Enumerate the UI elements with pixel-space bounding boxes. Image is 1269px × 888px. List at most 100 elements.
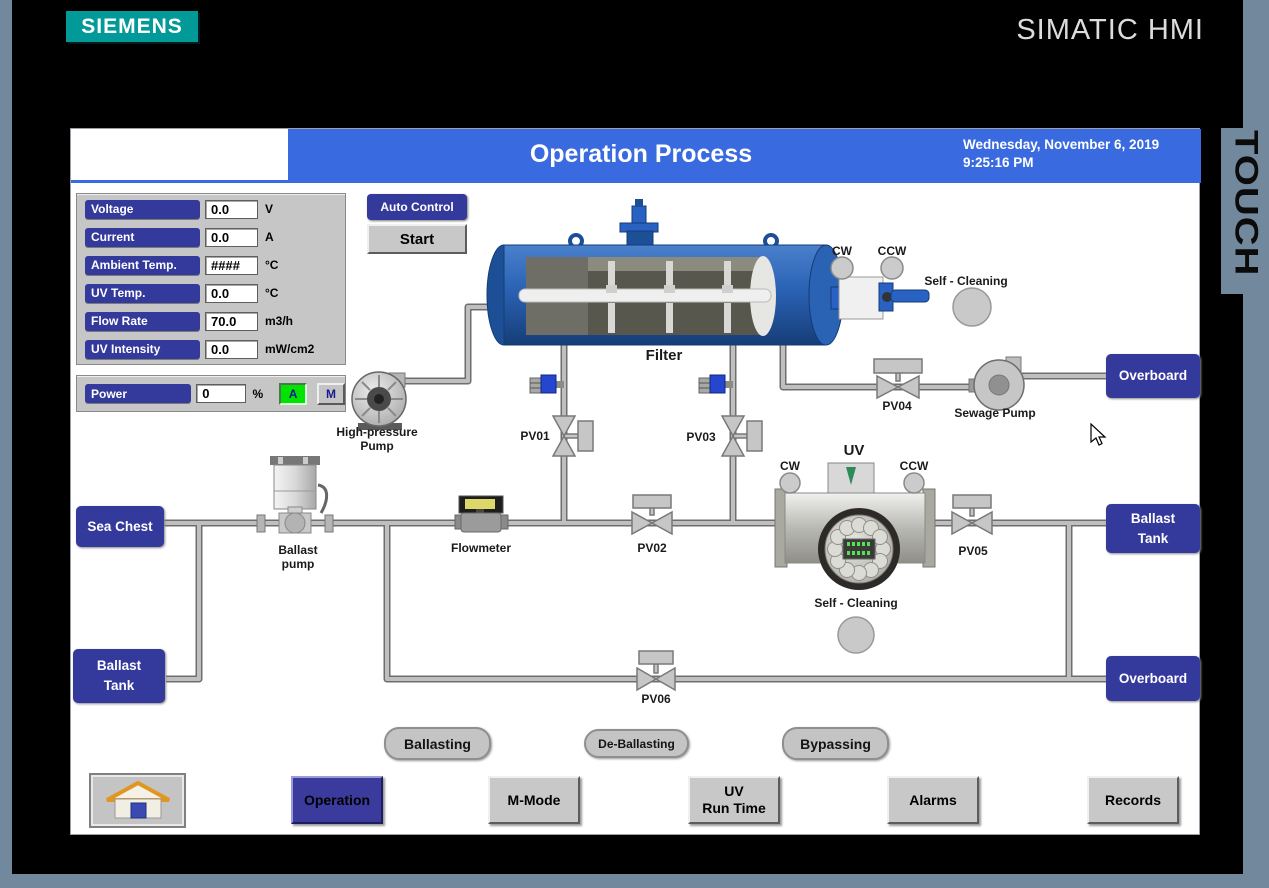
uv-self-cleaning-label: Self - Cleaning (814, 596, 898, 610)
mouse-cursor (1090, 423, 1107, 446)
pv02-label: PV02 (637, 541, 667, 555)
pv06-label: PV06 (641, 692, 671, 706)
overboard-bottom-box: Overboard (1106, 656, 1200, 701)
uv-label: UV (843, 442, 865, 459)
pv01-label: PV01 (520, 429, 550, 443)
power-value[interactable]: 0 (196, 384, 246, 403)
ballast-tank-right-line2: Tank (1137, 530, 1169, 546)
ballast-tank-left-line1: Ballast (96, 658, 142, 673)
uv-ccw-label: CCW (899, 459, 929, 473)
ballast-pump (256, 456, 334, 534)
filter-ccw-label: CCW (877, 244, 907, 258)
flowmeter-label: Flowmeter (450, 541, 512, 555)
valve-pv02[interactable] (631, 494, 673, 536)
uv-intensity-label: UV Intensity (85, 339, 200, 359)
flowmeter (454, 495, 509, 533)
nav-uv-run-time-button[interactable]: UV Run Time (688, 776, 780, 824)
voltage-unit: V (265, 202, 274, 216)
uv-intensity-unit: mW/cm2 (265, 342, 315, 356)
overboard-top-label: Overboard (1118, 368, 1188, 383)
bypassing-button[interactable]: Bypassing (782, 727, 889, 760)
ambient-temp-value[interactable]: #### (205, 255, 258, 275)
ballast-pump-label: Ballast pump (278, 543, 317, 571)
uv-cw-label: CW (780, 459, 800, 473)
filter-self-cleaning-indicator[interactable] (952, 287, 992, 327)
flow-rate-value[interactable]: 70.0 (205, 311, 258, 331)
pv04-label: PV04 (882, 399, 912, 413)
uv-temp-label: UV Temp. (85, 283, 200, 303)
page-title: Operation Process (529, 140, 753, 168)
ballasting-button[interactable]: Ballasting (384, 727, 491, 760)
param-row-voltage: Voltage 0.0 V (85, 199, 345, 219)
uv-run-time-line1: UV (724, 783, 744, 799)
power-row: Power 0 % A M (77, 376, 345, 411)
filter-ccw-indicator[interactable] (880, 256, 904, 280)
high-pressure-pump (351, 371, 407, 430)
uv-reactor (774, 462, 936, 590)
filter-cw-indicator[interactable] (830, 256, 854, 280)
high-pressure-pump-label-line1: High-pressure (336, 425, 418, 439)
parameter-panel: Voltage 0.0 V Current 0.0 A Ambient Temp… (76, 193, 346, 365)
plant-diagram (164, 199, 1106, 692)
siemens-logo: SIEMENS (66, 11, 198, 42)
uv-temp-value[interactable]: 0.0 (205, 283, 258, 303)
power-unit: % (252, 386, 264, 401)
manual-mode-button[interactable]: M (317, 382, 345, 405)
valve-pv06[interactable] (636, 650, 676, 692)
ambient-temp-unit: °C (265, 258, 279, 272)
nav-records-button[interactable]: Records (1087, 776, 1179, 824)
sea-chest-label: Sea Chest (87, 518, 153, 534)
nav-alarms-button[interactable]: Alarms (887, 776, 979, 824)
valve-pv01[interactable] (551, 415, 594, 457)
home-button[interactable] (89, 773, 186, 828)
pressure-sensor-1 (529, 374, 564, 394)
high-pressure-pump-label: High-pressure Pump (336, 425, 417, 453)
date-label: Wednesday, November 6, 2019 (963, 137, 1160, 152)
filter-label: Filter (645, 347, 683, 364)
param-row-uv-temp: UV Temp. 0.0 °C (85, 283, 345, 303)
ballast-tank-right-box: Ballast Tank (1106, 504, 1200, 553)
flow-rate-label: Flow Rate (85, 311, 200, 331)
uv-self-cleaning-indicator[interactable] (837, 616, 875, 654)
simatic-hmi-label: SIMATIC HMI (1016, 14, 1204, 46)
param-row-uv-intensity: UV Intensity 0.0 mW/cm2 (85, 339, 345, 359)
current-unit: A (265, 230, 274, 244)
valve-pv03[interactable] (720, 415, 763, 457)
filter-vessel (486, 199, 930, 346)
bezel-touch-tab: TOUCH (1221, 128, 1269, 294)
start-button[interactable]: Start (367, 224, 467, 254)
uv-temp-unit: °C (265, 286, 279, 300)
nav-operation-button[interactable]: Operation (291, 776, 383, 824)
sewage-pump (968, 356, 1025, 411)
nav-m-mode-button[interactable]: M-Mode (488, 776, 580, 824)
high-pressure-pump-label-line2: Pump (360, 439, 394, 453)
param-row-current: Current 0.0 A (85, 227, 345, 247)
filter-cw-label: CW (832, 244, 852, 258)
overboard-top-box: Overboard (1106, 354, 1200, 398)
auto-control-button[interactable]: Auto Control (367, 194, 467, 220)
uv-intensity-value[interactable]: 0.0 (205, 339, 258, 359)
ambient-temp-label: Ambient Temp. (85, 255, 200, 275)
uv-cw-indicator[interactable] (779, 472, 801, 494)
bezel-bottom-strip (0, 874, 1269, 888)
sewage-pump-label: Sewage Pump (954, 406, 1036, 420)
current-label: Current (85, 227, 200, 247)
uv-ccw-indicator[interactable] (903, 472, 925, 494)
power-label: Power (85, 384, 192, 403)
overboard-bottom-label: Overboard (1118, 670, 1188, 686)
current-value[interactable]: 0.0 (205, 227, 258, 247)
ballast-pump-label-line2: pump (281, 557, 315, 571)
voltage-value[interactable]: 0.0 (205, 199, 258, 219)
valve-pv04[interactable] (873, 358, 923, 400)
power-panel: Power 0 % A M (76, 375, 346, 412)
filter-self-cleaning-label: Self - Cleaning (924, 274, 1008, 288)
param-row-ambient-temp: Ambient Temp. #### °C (85, 255, 345, 275)
auto-mode-button[interactable]: A (279, 382, 308, 405)
valve-pv05[interactable] (951, 494, 993, 536)
flow-rate-unit: m3/h (265, 314, 294, 328)
time-label: 9:25:16 PM (963, 155, 1034, 170)
datetime-display: Wednesday, November 6, 2019 9:25:16 PM (963, 136, 1159, 172)
deballasting-button[interactable]: De-Ballasting (584, 729, 689, 758)
bezel-left-strip (0, 0, 12, 888)
